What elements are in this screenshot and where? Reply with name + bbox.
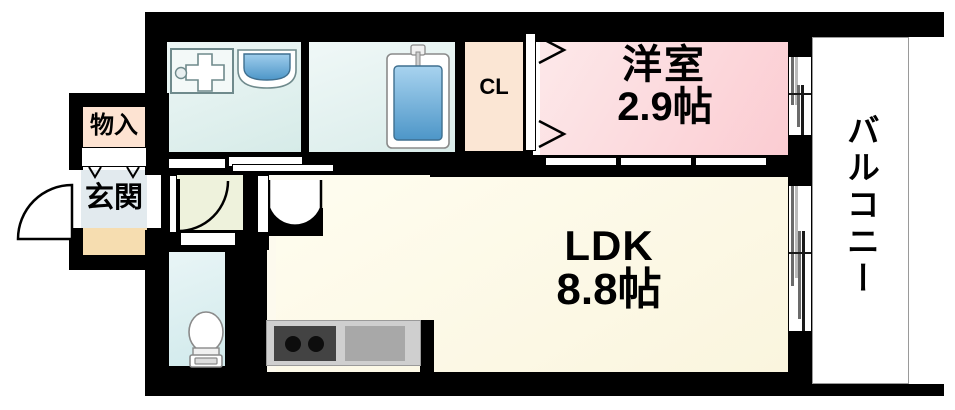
wall-bath-right [455, 12, 465, 175]
gas-stove-icon [274, 326, 336, 361]
hall-door-right-panel[interactable] [257, 175, 269, 233]
wall-kitchen-right-stub [420, 320, 434, 372]
balcony-rail [908, 37, 930, 384]
wall-genkan-top [69, 93, 161, 107]
entrance-door-swing [16, 183, 74, 241]
room-genkan [81, 170, 147, 228]
label-ldk-size: 8.8帖 [556, 264, 662, 314]
wall-washroom-bath-divider [301, 42, 309, 152]
closet-door-panel[interactable] [525, 33, 536, 151]
hall-door-right-swing[interactable] [267, 178, 323, 232]
genkan-fold-marks [81, 166, 147, 179]
wall-bottom-right [812, 384, 944, 396]
label-bedroom-name: 洋室 [622, 43, 706, 87]
genkan-step [81, 228, 147, 255]
label-closet: CL [479, 74, 509, 100]
washroom-sliding-door-3[interactable] [232, 164, 334, 172]
wall-genkan-bottom [69, 255, 169, 270]
wall-genkan-left [69, 93, 83, 170]
room-closet [465, 33, 523, 151]
wall-ldk-left-lower [225, 236, 247, 372]
toilet-door-panel[interactable] [180, 232, 236, 246]
wall-toilet-left [145, 230, 169, 380]
wall-genkan-right [147, 93, 169, 175]
room-bedroom [540, 33, 788, 155]
hall-door-left-swing[interactable] [176, 179, 232, 233]
kitchen-sink-icon [345, 326, 405, 361]
monoire-door-panel[interactable] [81, 147, 147, 167]
label-bedroom-size: 2.9帖 [617, 85, 713, 129]
bedroom-sliding-door-2[interactable] [620, 157, 692, 166]
wall-toilet-right [243, 230, 267, 380]
wall-top-right [812, 12, 944, 37]
toilet-bowl-icon [183, 310, 229, 368]
wall-toilet-bottom [145, 366, 267, 386]
label-ldk-name: LDK [564, 221, 654, 269]
bedroom-sliding-door-3[interactable] [695, 157, 767, 166]
bathtub-icon [385, 44, 451, 150]
washing-machine-icon [170, 48, 234, 94]
label-balcony: バルコニー [842, 112, 880, 298]
hall-door-left-panel[interactable] [169, 175, 177, 233]
wall-washroom-bottom [145, 152, 466, 175]
bedroom-window[interactable] [789, 57, 811, 135]
washroom-sliding-door-1[interactable] [168, 158, 226, 169]
bedroom-sliding-door-1[interactable] [545, 157, 617, 166]
room-monoire [81, 105, 147, 147]
wall-top [145, 12, 812, 42]
washbasin-icon [236, 48, 298, 90]
label-genkan: 玄関 [84, 181, 143, 214]
closet-fold-marks [538, 33, 567, 151]
ldk-balcony-door[interactable] [789, 186, 811, 331]
label-monoire: 物入 [90, 112, 138, 140]
